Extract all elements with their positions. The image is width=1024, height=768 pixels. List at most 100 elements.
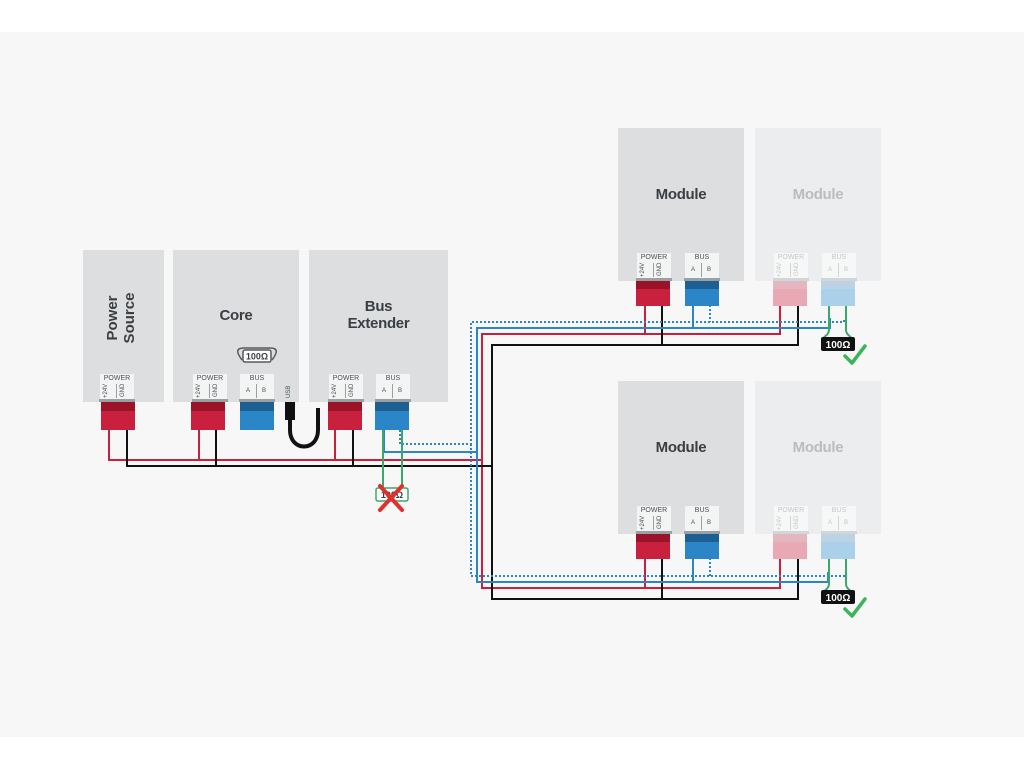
usb-cable [288,404,320,449]
terminal-base [773,531,809,534]
terminal-label: POWER [196,375,224,382]
terminal-label: BUS [385,375,401,382]
module-top-resistor-label: 100Ω [826,340,851,351]
divider [790,516,791,530]
pin-label: A [246,388,251,394]
bus-connector-faded [821,534,855,559]
module-top-power-terminal: POWER +24V GND [636,253,672,281]
usb-plug [285,402,295,420]
termination-wire [821,305,830,343]
terminal-base [684,278,720,281]
pin-label: B [398,388,403,394]
pin-label: A [382,388,387,394]
divider [838,263,839,277]
termination-wire [845,305,854,343]
bus-extender-box: Bus Extender POWER +24V GND BUS A B [309,250,448,402]
terminal-base [239,399,275,402]
power-source-box: Power Source POWER +24V GND [83,250,164,402]
core-bus-terminal: BUS A B [239,374,275,402]
divider [701,263,702,277]
power-source-terminal: POWER +24V GND [99,374,135,402]
pin-label: B [262,388,267,394]
pin-label: A [828,267,833,273]
terminal-base [773,278,809,281]
wire-gnd [126,305,799,467]
module-bottom-faded-power-terminal: POWER +24V GND [773,506,809,534]
divider [209,384,210,398]
terminal-base [821,531,857,534]
module-bottom-box: Module POWER +24V GND BUS A B [618,381,744,534]
terminal-base [328,399,364,402]
wire-bus-a [383,318,831,453]
check-icon [843,344,867,365]
power-connector [328,402,362,430]
wire-24v [108,305,781,461]
module-title: Module [792,439,844,456]
terminal-base [375,399,411,402]
terminal-base [821,278,857,281]
pin-label: B [844,267,849,273]
cross-icon [378,484,404,512]
module-top-faded-bus-terminal: BUS A B [821,253,857,281]
divider [116,384,117,398]
terminal-label: POWER [332,375,360,382]
terminal-base [636,531,672,534]
check-icon [843,597,867,618]
divider [345,384,346,398]
terminal-label: POWER [777,254,805,261]
pin-label: B [844,520,849,526]
terminal-label: POWER [640,254,668,261]
module-top-faded-box: Module POWER +24V GND BUS A B [755,128,881,281]
power-connector-faded [773,534,807,559]
terminal-label: BUS [694,254,710,261]
module-bottom-bus-terminal: BUS A B [684,506,720,534]
module-bottom-faded-box: Module POWER +24V GND BUS A B [755,381,881,534]
bus-extender-title: Bus Extender [347,298,410,332]
bus-connector [240,402,274,430]
module-top-resistor-badge [821,337,855,351]
module-top-box: Module POWER +24V GND BUS A B [618,128,744,281]
power-connector [636,534,670,559]
bus-connector [375,402,409,430]
wire-bus-a [476,452,829,583]
power-connector-faded [773,281,807,306]
divider [701,516,702,530]
module-top-faded-power-terminal: POWER +24V GND [773,253,809,281]
pin-label: B [707,520,712,526]
power-connector [101,402,135,430]
terminal-base [99,399,135,402]
core-box: Core POWER +24V GND BUS A B USB [173,250,299,402]
divider [653,263,654,277]
terminal-label: BUS [831,254,847,261]
core-resistor-label: 100Ω [246,352,268,362]
terminal-base [192,399,228,402]
terminal-label: POWER [777,507,805,514]
bus-extender-power-terminal: POWER +24V GND [328,374,364,402]
module-top-bus-terminal: BUS A B [684,253,720,281]
terminal-label: BUS [249,375,265,382]
divider [653,516,654,530]
divider [256,384,257,398]
terminal-label: POWER [640,507,668,514]
core-resistor-loop [237,347,277,361]
terminal-label: BUS [694,507,710,514]
terminal-base [636,278,672,281]
pin-label: A [691,267,696,273]
bus-connector-faded [821,281,855,306]
wire-bus-b [399,318,845,445]
terminal-label: POWER [103,375,131,382]
core-resistor-badge [242,349,272,363]
divider [790,263,791,277]
module-bottom-resistor-label: 100Ω [826,593,851,604]
module-title: Module [792,186,844,203]
module-bottom-power-terminal: POWER +24V GND [636,506,672,534]
wire-24v [481,460,781,589]
pin-label: A [691,520,696,526]
bus-extender-bus-terminal: BUS A B [375,374,411,402]
wire-gnd [491,466,799,600]
terminal-base [684,531,720,534]
module-bottom-resistor-badge [821,590,855,604]
core-title: Core [219,307,253,324]
terminal-label: BUS [831,507,847,514]
